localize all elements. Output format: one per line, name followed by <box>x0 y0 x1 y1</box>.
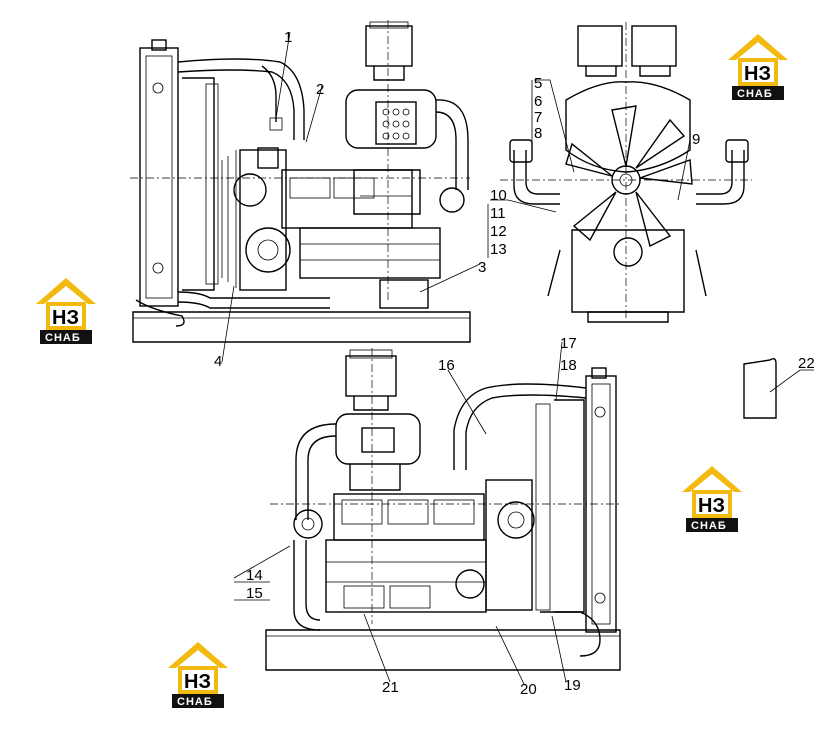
logo-letters: НЗ <box>52 307 79 329</box>
callout-20: 20 <box>520 681 537 698</box>
logo-word: СНАБ <box>45 332 81 344</box>
callout-bracket <box>487 80 533 258</box>
logo-word: СНАБ <box>177 696 213 708</box>
callout-22: 22 <box>798 355 815 372</box>
logo-word: СНАБ <box>737 88 773 100</box>
callout-8: 8 <box>534 125 542 142</box>
callout-2: 2 <box>316 81 324 98</box>
leader-lines-front <box>490 79 691 213</box>
callout-14: 14 <box>246 567 263 584</box>
logo-letters: НЗ <box>698 495 725 517</box>
callout-11: 11 <box>490 205 506 222</box>
callout-6: 6 <box>534 93 542 110</box>
logo-word: СНАБ <box>691 520 727 532</box>
side-view-left <box>130 20 471 343</box>
callout-7: 7 <box>534 109 542 126</box>
callout-9: 9 <box>692 131 700 148</box>
leader-lines-bottom <box>233 341 567 685</box>
callout-19: 19 <box>564 677 581 694</box>
callout-5: 5 <box>534 75 542 92</box>
callout-4: 4 <box>214 353 222 370</box>
logo-watermark-right: НЗ СНАБ <box>682 466 742 532</box>
callout-18: 18 <box>560 357 577 374</box>
callout-12: 12 <box>490 223 507 240</box>
callout-15: 15 <box>246 585 263 602</box>
logo-letters: НЗ <box>184 671 211 693</box>
callout-14-15-rule <box>234 581 270 601</box>
logo-watermark-left: НЗ СНАБ <box>36 278 96 344</box>
callout-13: 13 <box>490 241 507 258</box>
leader-lines-left <box>221 31 481 363</box>
callout-1: 1 <box>284 29 292 46</box>
side-view-right <box>265 348 621 671</box>
front-view <box>500 22 752 323</box>
callout-21: 21 <box>382 679 399 696</box>
part-22 <box>743 357 814 419</box>
callout-17: 17 <box>560 335 577 352</box>
callout-3: 3 <box>478 259 486 276</box>
logo-watermark-bottom-left: НЗ СНАБ <box>168 642 228 708</box>
logo-letters: НЗ <box>744 63 771 85</box>
callout-16: 16 <box>438 357 455 374</box>
callout-10: 10 <box>490 187 507 204</box>
logo-watermark-top-right: НЗ СНАБ <box>728 34 788 100</box>
